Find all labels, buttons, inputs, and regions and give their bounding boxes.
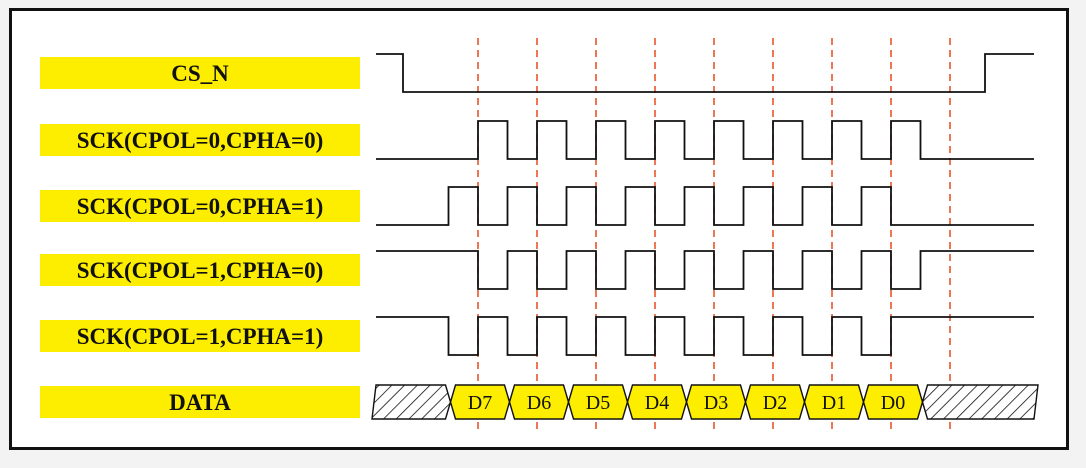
signal-label-cs_n: CS_N bbox=[40, 57, 360, 89]
data-bit-cell: D4 bbox=[626, 384, 688, 420]
data-bit-cell: D7 bbox=[449, 384, 511, 420]
signal-label-text: SCK(CPOL=0,CPHA=1) bbox=[77, 194, 324, 219]
clock-edge-guides bbox=[477, 38, 951, 432]
data-bit-cell: D3 bbox=[685, 384, 747, 420]
signal-label-sck_11: SCK(CPOL=1,CPHA=1) bbox=[40, 320, 360, 352]
signal-label-sck_00: SCK(CPOL=0,CPHA=0) bbox=[40, 124, 360, 156]
data-bit-label: D4 bbox=[645, 392, 669, 414]
data-bit-shape bbox=[862, 384, 924, 420]
waveform-sck_01 bbox=[376, 186, 1034, 226]
data-bit-label: D6 bbox=[527, 392, 551, 414]
signal-labels: CS_N SCK(CPOL=0,CPHA=0) SCK(CPOL=0,CPHA=1)… bbox=[40, 57, 360, 418]
data-dont-care-pre bbox=[371, 384, 452, 420]
waveform-sck_00 bbox=[376, 120, 1034, 160]
data-bit-label: D2 bbox=[763, 392, 787, 414]
data-bit-cell: D5 bbox=[567, 384, 629, 420]
data-bit-label: D1 bbox=[822, 392, 846, 414]
signal-label-bg bbox=[40, 386, 360, 418]
waveform-sck_10 bbox=[376, 250, 1034, 290]
signal-label-text: SCK(CPOL=0,CPHA=0) bbox=[77, 128, 324, 153]
signal-label-bg bbox=[40, 254, 360, 286]
signal-label-text: CS_N bbox=[171, 61, 229, 86]
signal-label-bg bbox=[40, 190, 360, 222]
signal-label-bg bbox=[40, 124, 360, 156]
signal-label-text: DATA bbox=[169, 390, 231, 415]
data-bus: D7 D6 D5 D4 D3 D2 D1 D0 bbox=[371, 384, 1039, 420]
data-bit-label: D0 bbox=[881, 392, 905, 414]
signal-label-bg bbox=[40, 320, 360, 352]
signal-label-data: DATA bbox=[40, 386, 360, 418]
data-bit-cell: D0 bbox=[862, 384, 924, 420]
signal-label-bg bbox=[40, 57, 360, 89]
signal-label-sck_01: SCK(CPOL=0,CPHA=1) bbox=[40, 190, 360, 222]
waveforms bbox=[376, 53, 1034, 356]
data-bit-label: D3 bbox=[704, 392, 728, 414]
signal-label-sck_10: SCK(CPOL=1,CPHA=0) bbox=[40, 254, 360, 286]
data-bit-label: D7 bbox=[468, 392, 492, 414]
signal-label-text: SCK(CPOL=1,CPHA=1) bbox=[77, 324, 324, 349]
waveform-cs_n bbox=[376, 53, 1034, 93]
data-bit-cell: D1 bbox=[803, 384, 865, 420]
data-bit-label: D5 bbox=[586, 392, 610, 414]
data-dont-care-post bbox=[921, 384, 1039, 420]
signal-label-text: SCK(CPOL=1,CPHA=0) bbox=[77, 258, 324, 283]
data-bit-cell: D6 bbox=[508, 384, 570, 420]
data-bit-cell: D2 bbox=[744, 384, 806, 420]
waveform-sck_11 bbox=[376, 316, 1034, 356]
